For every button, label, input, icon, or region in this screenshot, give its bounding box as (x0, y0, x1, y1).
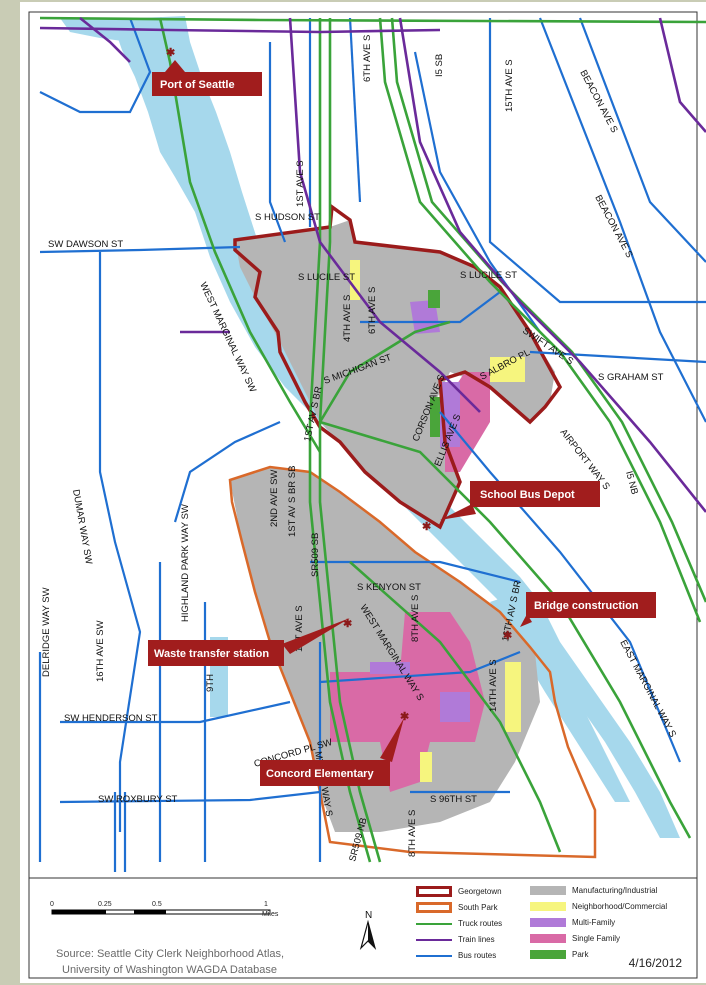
scale-tick-label: 0.5 (152, 901, 162, 908)
park-1 (428, 290, 440, 308)
street-label: S KENYON ST (357, 582, 421, 593)
street-label: S LUCILE ST (460, 270, 517, 281)
street-label: S GRAHAM ST (598, 372, 664, 383)
source-line: University of Washington WAGDA Database (62, 964, 277, 976)
source-line: Source: Seattle City Clerk Neighborhood … (56, 948, 285, 960)
callout-waste-transfer: ✱ Waste transfer station (148, 618, 352, 666)
legend-line (416, 954, 452, 957)
street-label: SW HENDERSON ST (64, 713, 158, 724)
callout-concord-elementary: ✱ Concord Elementary (260, 711, 409, 786)
legend-truck-routes: Truck routes (416, 919, 502, 928)
legend-train-lines: Train lines (416, 935, 495, 944)
legend-bus-routes: Bus routes (416, 951, 496, 960)
north-arrow-icon: N (359, 910, 377, 951)
source-credit: Source: Seattle City Clerk Neighborhood … (56, 946, 284, 978)
legend-manufacturing: Manufacturing/Industrial (530, 886, 657, 895)
train-lines (39, 16, 706, 513)
map-frame: SW DAWSON ST S HUDSON ST S LUCILE ST S L… (20, 2, 706, 983)
callout-port-of-seattle: ✱ Port of Seattle (152, 47, 262, 96)
street-label: 1ST AV S BR SB (287, 466, 298, 537)
legend-swatch (530, 902, 566, 911)
asterisk-marker-icon: ✱ (503, 630, 512, 642)
multi-family-south (440, 692, 470, 722)
callout-label: Port of Seattle (160, 79, 235, 91)
callout-label: Bridge construction (534, 600, 639, 612)
scale-tick-label: 0 (50, 901, 54, 908)
svg-text:N: N (365, 910, 372, 921)
legend-single-family: Single Family (530, 934, 620, 943)
legend-park: Park (530, 950, 588, 959)
bus-routes (38, 17, 706, 872)
street-label: S HUDSON ST (255, 212, 320, 223)
street-label: HIGHLAND PARK WAY SW (180, 504, 191, 622)
legend-neighborhood: Neighborhood/Commercial (530, 902, 667, 911)
street-label: 15TH AVE S (504, 59, 515, 112)
georgetown-boundary (233, 203, 563, 530)
scale-unit-label: Miles (262, 911, 279, 918)
legend-swatch (530, 918, 566, 927)
legend-line (416, 922, 452, 925)
street-label: SW DAWSON ST (48, 239, 123, 250)
street-label: S 96TH ST (430, 794, 477, 805)
street-label: 8TH AVE S (410, 595, 421, 642)
legend-line (416, 938, 452, 941)
legend-swatch (530, 886, 566, 895)
legend-swatch (530, 950, 566, 959)
callout-label: Waste transfer station (154, 648, 269, 660)
asterisk-marker-icon: ✱ (422, 521, 431, 533)
street-label: 6TH AVE S (362, 35, 373, 82)
street-label: SR509 SB (310, 533, 321, 577)
callout-school-bus-depot: ✱ School Bus Depot (422, 481, 600, 533)
street-label: 9TH (205, 674, 216, 692)
south-park-boundary (228, 465, 597, 859)
street-label: 8TH AVE S (407, 810, 418, 857)
street-label: S LUCILE ST (298, 272, 355, 283)
legend-swatch (416, 902, 452, 913)
scale-bar: 0 0.25 0.5 1 Miles (50, 901, 279, 918)
callout-label: School Bus Depot (480, 489, 575, 501)
legend-swatch (416, 886, 452, 897)
map-canvas: SW DAWSON ST S HUDSON ST S LUCILE ST S L… (28, 11, 706, 979)
park-2 (430, 397, 440, 437)
street-label: 1ST AVE S (295, 160, 306, 207)
map-date: 4/16/2012 (628, 956, 682, 970)
legend-south-park: South Park (416, 902, 498, 913)
callout-label: Concord Elementary (266, 768, 374, 780)
street-label: 14TH AVE S (488, 659, 499, 712)
georgetown-industrial (235, 220, 555, 527)
asterisk-marker-icon: ✱ (400, 711, 409, 723)
asterisk-marker-icon: ✱ (343, 618, 352, 630)
legend-multi-family: Multi-Family (530, 918, 615, 927)
neighborhood-commercial-3 (505, 662, 521, 732)
multi-family-zone (410, 300, 440, 334)
scale-tick-label: 0.25 (98, 901, 112, 908)
neighborhood-commercial-2 (490, 357, 525, 382)
asterisk-marker-icon: ✱ (166, 47, 175, 59)
neighborhood-commercial-1 (350, 260, 360, 300)
street-label: DELRIDGE WAY SW (41, 587, 52, 677)
street-label: 6TH AVE S (367, 287, 378, 334)
street-label: 4TH AVE S (342, 295, 353, 342)
single-family-zone (330, 612, 485, 792)
legend-swatch (530, 934, 566, 943)
scale-tick-label: 1 (264, 901, 268, 908)
street-label: SW ROXBURY ST (98, 794, 178, 805)
neighborhood-commercial-4 (420, 752, 432, 782)
truck-routes (39, 16, 706, 863)
street-label: 2ND AVE SW (269, 470, 280, 527)
multi-family-south-2 (370, 662, 410, 674)
street-label: I5 SB (434, 54, 445, 77)
callout-bridge-construction: ✱ Bridge construction (503, 592, 656, 642)
street-label: 16TH AVE SW (95, 620, 106, 682)
street-label: 1ST AVE S (294, 605, 305, 652)
legend-georgetown: Georgetown (416, 886, 502, 897)
